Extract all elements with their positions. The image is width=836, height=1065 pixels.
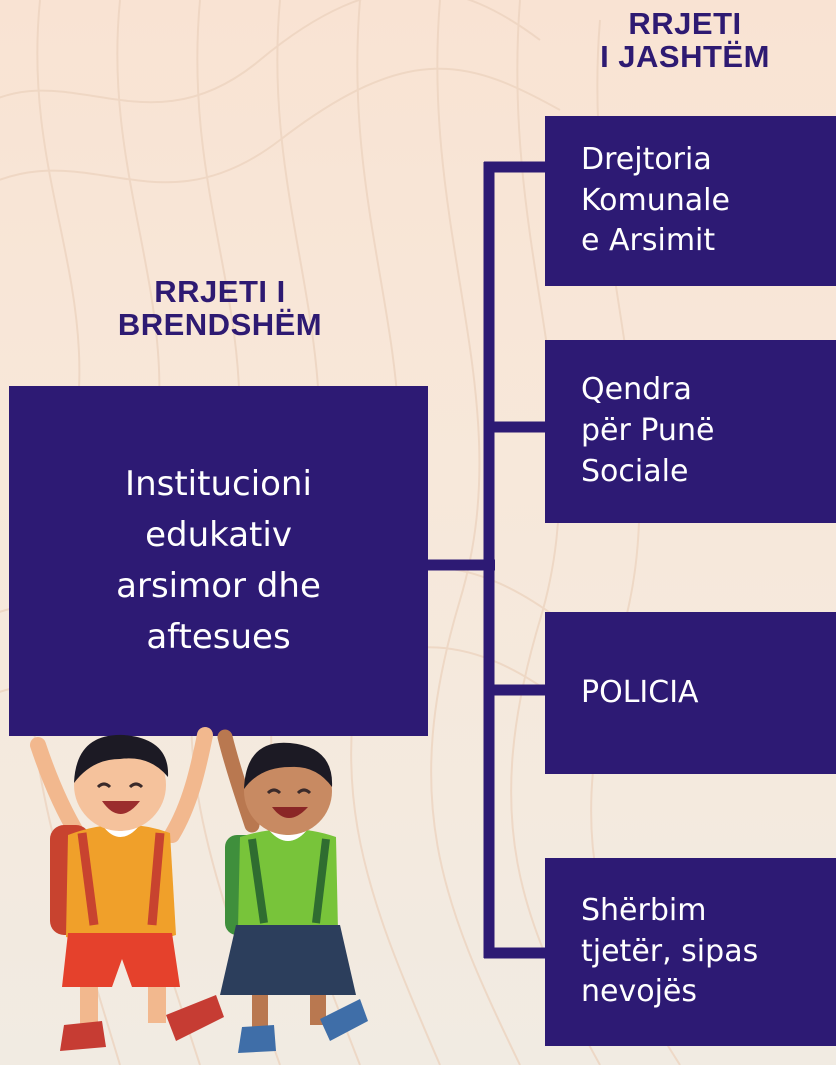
girl-figure: [217, 729, 368, 1053]
box-line: nevojës: [581, 974, 698, 1010]
institution-line: Institucioni: [125, 464, 312, 504]
external-box-social-work-center: Qendra për Punë Sociale: [545, 340, 836, 523]
box-line: për Punë: [581, 413, 715, 449]
heading-line: I JASHTËM: [600, 38, 770, 74]
heading-line: RRJETI: [628, 6, 742, 41]
institution-box: Institucioni edukativ arsimor dhe aftesu…: [9, 386, 428, 736]
external-network-heading: RRJETI I JASHTËM: [570, 6, 800, 74]
children-illustration: [30, 727, 368, 1053]
external-box-education-directorate: Drejtoria Komunale e Arsimit: [545, 116, 836, 286]
box-line: POLICIA: [581, 674, 699, 710]
box-line: Shërbim: [581, 892, 707, 928]
institution-line: edukativ: [145, 515, 292, 555]
heading-line: RRJETI I: [154, 274, 286, 309]
box-line: Qendra: [581, 372, 692, 408]
box-line: Komunale: [581, 182, 730, 218]
external-box-police: POLICIA: [545, 612, 836, 774]
internal-network-heading: RRJETI I BRENDSHËM: [60, 274, 380, 342]
heading-line: BRENDSHËM: [117, 306, 323, 342]
boy-figure: [30, 727, 224, 1051]
box-line: e Arsimit: [581, 223, 716, 259]
institution-line: arsimor dhe: [116, 566, 321, 606]
box-line: tjetër, sipas: [581, 933, 759, 969]
institution-line: aftesues: [146, 617, 291, 657]
box-line: Drejtoria: [581, 141, 712, 177]
external-box-other-service: Shërbim tjetër, sipas nevojës: [545, 858, 836, 1046]
box-line: Sociale: [581, 453, 689, 489]
